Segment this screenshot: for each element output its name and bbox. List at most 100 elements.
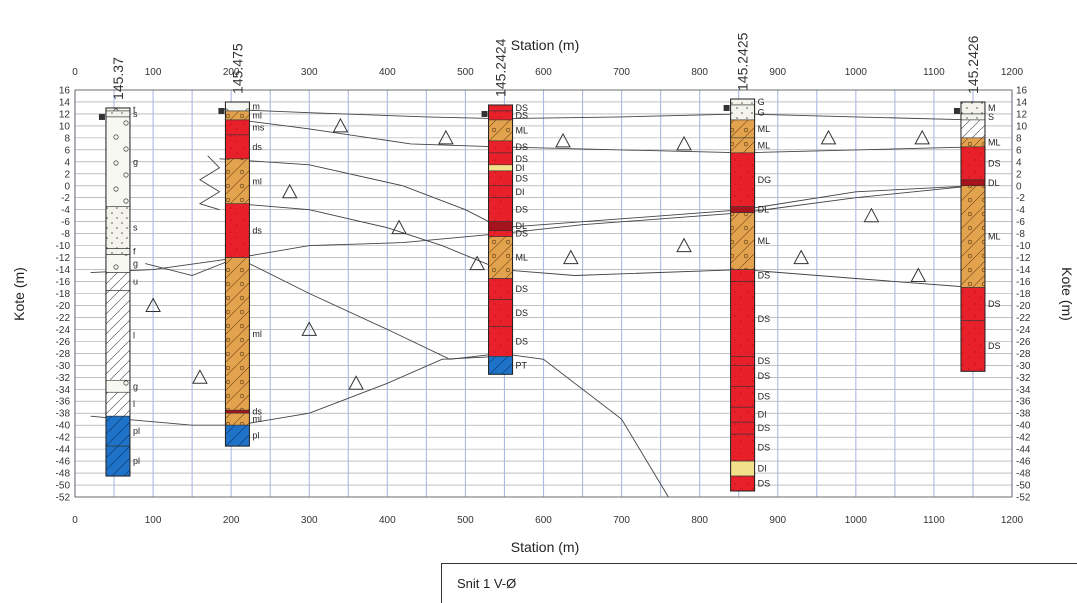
title-block: Snit 1 V-Ø bbox=[441, 563, 1077, 603]
y-axis-title-right: Kote (m) bbox=[1059, 267, 1075, 321]
x-tick-label-top: 1200 bbox=[1001, 67, 1024, 78]
y-tick-label-right: -12 bbox=[1016, 253, 1031, 264]
layer-code-label: DS bbox=[516, 154, 529, 164]
y-tick-label-left: -12 bbox=[56, 253, 71, 264]
plot-frame bbox=[74, 89, 1013, 498]
y-tick-label-right: -24 bbox=[1016, 325, 1031, 336]
borehole-layer bbox=[488, 299, 513, 327]
borehole-layer bbox=[488, 221, 513, 231]
borehole-layer bbox=[225, 119, 250, 136]
layer-code-label: s bbox=[133, 223, 138, 233]
layer-code-label: f bbox=[133, 247, 136, 257]
x-tick-label-bottom: 100 bbox=[145, 515, 162, 526]
y-tick-label-right: -10 bbox=[1016, 241, 1031, 252]
borehole-layer bbox=[225, 110, 250, 121]
y-tick-label-left: 4 bbox=[64, 157, 70, 168]
x-tick-label-top: 300 bbox=[301, 67, 318, 78]
layer-code-label: DS bbox=[988, 158, 1001, 168]
layer-boundary-line bbox=[238, 119, 974, 154]
axes: 0010010020020030030040040050050060060070… bbox=[56, 67, 1031, 526]
y-tick-label-left: -28 bbox=[56, 349, 71, 360]
layer-code-label: ml bbox=[252, 329, 262, 339]
borehole-layer bbox=[730, 206, 755, 213]
layer-code-label: DS bbox=[516, 103, 529, 113]
borehole-marker bbox=[98, 113, 105, 120]
y-tick-label-left: 12 bbox=[59, 109, 71, 120]
y-tick-label-left: -2 bbox=[61, 193, 70, 204]
layer-code-label: DS bbox=[516, 336, 529, 346]
layer-code-label: DS bbox=[758, 479, 771, 489]
y-tick-label-right: -34 bbox=[1016, 385, 1031, 396]
layer-code-label: PT bbox=[516, 360, 528, 370]
borehole-marker bbox=[953, 107, 960, 114]
layer-code-label: ds bbox=[252, 407, 262, 417]
y-tick-label-left: 14 bbox=[59, 97, 71, 108]
borehole-outline bbox=[960, 101, 986, 372]
borehole-layer bbox=[488, 356, 513, 375]
x-tick-label-bottom: 200 bbox=[223, 515, 240, 526]
layer-boundary-line bbox=[219, 158, 974, 229]
triangle-symbols bbox=[145, 117, 931, 390]
borehole-layer bbox=[960, 185, 986, 288]
layer-code-label: pl bbox=[133, 426, 140, 436]
layer-code-label: DS bbox=[988, 341, 1001, 351]
borehole-id: 145.2425 bbox=[735, 32, 751, 91]
borehole-marker bbox=[481, 110, 488, 117]
x-tick-label-bottom: 1200 bbox=[1001, 515, 1024, 526]
triangle-symbol bbox=[863, 207, 880, 223]
y-tick-label-left: -44 bbox=[56, 445, 71, 456]
borehole-layer bbox=[225, 412, 250, 426]
layer-boundary-line bbox=[90, 185, 974, 274]
borehole-layer bbox=[730, 406, 755, 423]
layer-code-label: ML bbox=[988, 232, 1001, 242]
y-tick-label-right: -52 bbox=[1016, 493, 1031, 504]
layer-code-label: DS bbox=[516, 308, 529, 318]
borehole-layer bbox=[488, 236, 513, 279]
layer-code-label: DS bbox=[516, 229, 529, 239]
layer-code-label: ML bbox=[758, 236, 771, 246]
borehole-marker bbox=[723, 104, 730, 111]
triangle-symbol bbox=[793, 249, 810, 265]
x-tick-label-bottom: 1100 bbox=[923, 515, 945, 526]
layer-code-label: DL bbox=[758, 205, 770, 215]
triangle-symbol bbox=[332, 117, 349, 133]
y-tick-label-left: -20 bbox=[56, 301, 71, 312]
borehole-id: 145.2424 bbox=[493, 38, 509, 97]
y-tick-label-right: -46 bbox=[1016, 457, 1031, 468]
y-tick-label-left: -50 bbox=[56, 481, 71, 492]
section-title: Snit 1 V-Ø bbox=[457, 576, 517, 591]
layer-code-label: ML bbox=[988, 137, 1001, 147]
borehole-layer bbox=[730, 98, 755, 106]
layer-code-label: DS bbox=[758, 392, 771, 402]
borehole-layer bbox=[960, 179, 986, 187]
y-tick-label-left: -24 bbox=[56, 325, 71, 336]
y-tick-label-right: 0 bbox=[1016, 181, 1022, 192]
borehole-layer bbox=[730, 385, 755, 408]
x-tick-label-bottom: 1000 bbox=[845, 515, 868, 526]
x-axis-title: Station (m) bbox=[511, 539, 579, 555]
borehole-layer bbox=[730, 152, 755, 208]
y-tick-label-right: -2 bbox=[1016, 193, 1025, 204]
y-tick-label-left: -8 bbox=[61, 229, 70, 240]
layer-code-label: DS bbox=[758, 423, 771, 433]
triangle-symbol bbox=[555, 132, 571, 148]
y-tick-label-left: 2 bbox=[64, 169, 70, 180]
layer-code-label: DS bbox=[516, 284, 529, 294]
triangle-symbol bbox=[676, 237, 692, 253]
layer-code-label: ds bbox=[252, 142, 262, 152]
layer-code-label: G bbox=[758, 97, 765, 107]
y-tick-label-left: 10 bbox=[59, 121, 71, 132]
y-tick-label-right: -32 bbox=[1016, 373, 1031, 384]
wavy-boundary-line bbox=[198, 155, 221, 211]
triangle-symbol bbox=[145, 297, 161, 312]
layer-code-label: DS bbox=[758, 271, 771, 281]
layer-code-label: ml bbox=[252, 414, 262, 424]
triangle-symbol bbox=[820, 129, 837, 145]
x-tick-label-bottom: 300 bbox=[301, 515, 318, 526]
y-tick-label-right: -26 bbox=[1016, 337, 1031, 348]
y-tick-label-left: -16 bbox=[56, 277, 71, 288]
borehole-layer bbox=[225, 257, 250, 411]
layer-code-label: t bbox=[133, 104, 136, 114]
